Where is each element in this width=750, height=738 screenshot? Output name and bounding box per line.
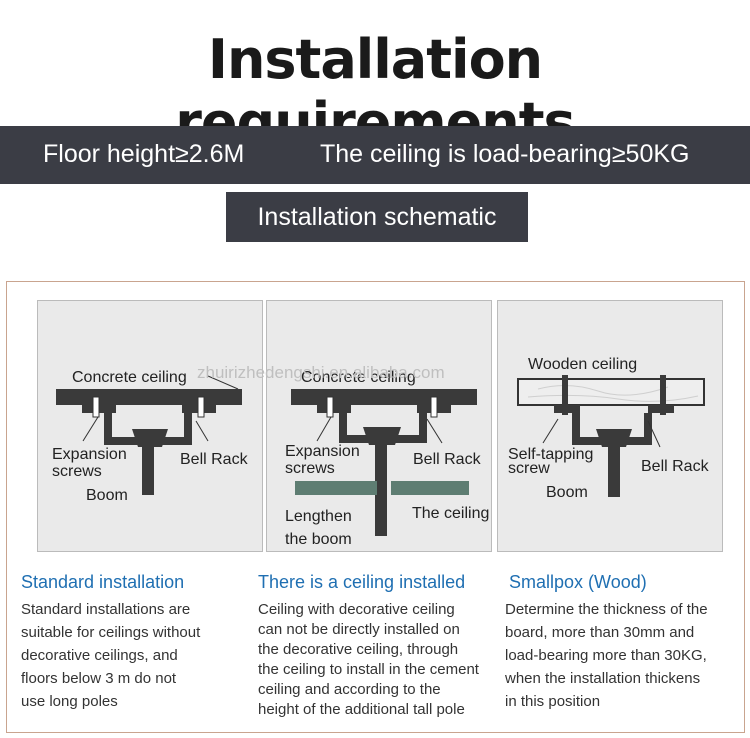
- schematic-label: Installation schematic: [226, 192, 528, 242]
- ceiling-label: Concrete ceiling: [301, 369, 416, 386]
- desc-line: height of the additional tall pole: [258, 701, 465, 718]
- heading-wood: Smallpox (Wood): [509, 572, 647, 592]
- screw-label-1: Expansion: [285, 443, 360, 460]
- extra-ceiling-label: The ceiling: [412, 505, 489, 522]
- desc-line: in this position: [505, 693, 601, 710]
- page-title: Installation requirements: [175, 28, 575, 154]
- panel-standard: Concrete ceiling Expansion screws Bell R…: [37, 300, 263, 552]
- desc-line: the ceiling to install in the cement: [258, 661, 479, 678]
- rack-label: Bell Rack: [180, 451, 249, 468]
- desc-line: Ceiling with decorative ceiling: [258, 601, 455, 618]
- panel-ceiling-installed: Concrete ceiling Expansion screws Bell R…: [266, 300, 492, 552]
- desc-line: floors below 3 m do not: [21, 670, 177, 687]
- screw-label-2: screws: [285, 460, 335, 477]
- desc-wood: Determine the thickness of the board, mo…: [505, 598, 708, 713]
- desc-line: when the installation thickens: [505, 670, 701, 687]
- concrete-beam: [56, 389, 242, 405]
- heading-standard: Standard installation: [21, 572, 185, 592]
- boom-label: Boom: [546, 484, 588, 501]
- lengthen-label-1: Lengthen: [285, 508, 352, 525]
- wood-diagram: Wooden ceiling Self-tapping screw Bell R…: [508, 356, 710, 501]
- desc-line: Standard installations are: [21, 601, 191, 618]
- requirements-band: Floor height≥2.6M The ceiling is load-be…: [0, 126, 750, 184]
- ceiling-installed-diagram: Concrete ceiling Expansion screws Bell R…: [285, 369, 489, 548]
- desc-line: suitable for ceilings without: [21, 624, 201, 641]
- desc-line: Determine the thickness of the: [505, 601, 708, 618]
- schematic-frame: [6, 281, 745, 733]
- long-boom-shape: [375, 441, 387, 536]
- decorative-ceiling-right: [391, 481, 469, 495]
- standard-diagram: Concrete ceiling Expansion screws Bell R…: [52, 369, 249, 504]
- screw-label-1: Self-tapping: [508, 446, 593, 463]
- desc-standard: Standard installations are suitable for …: [21, 598, 200, 713]
- desc-line: decorative ceilings, and: [21, 647, 178, 664]
- panel-wood: Wooden ceiling Self-tapping screw Bell R…: [497, 300, 723, 552]
- boom-shape: [142, 441, 154, 495]
- desc-line: use long poles: [21, 693, 118, 710]
- desc-line: the decorative ceiling, through: [258, 641, 459, 658]
- screw-label-2: screw: [508, 460, 550, 477]
- boom-label: Boom: [86, 487, 128, 504]
- lengthen-label-2: the boom: [285, 531, 352, 548]
- ceiling-label: Concrete ceiling: [72, 369, 187, 386]
- heading-ceiling-installed: There is a ceiling installed: [258, 572, 466, 592]
- screw-label-2: screws: [52, 463, 102, 480]
- desc-line: can not be directly installed on: [258, 621, 460, 638]
- rack-label: Bell Rack: [641, 458, 710, 475]
- floor-height-text: Floor height≥2.6M: [43, 140, 245, 168]
- desc-ceiling-installed: Ceiling with decorative ceiling can not …: [258, 600, 479, 720]
- ceiling-label: Wooden ceiling: [528, 356, 637, 373]
- desc-line: load-bearing more than 30KG,: [505, 647, 707, 664]
- desc-line: ceiling and according to the: [258, 681, 441, 698]
- desc-line: board, more than 30mm and: [505, 624, 695, 641]
- rack-label: Bell Rack: [413, 451, 482, 468]
- decorative-ceiling-left: [295, 481, 377, 495]
- bell-rack-shape: [132, 429, 168, 447]
- screw-label-1: Expansion: [52, 446, 127, 463]
- wooden-board: [517, 378, 705, 406]
- ceiling-load-text: The ceiling is load-bearing≥50KG: [320, 140, 690, 168]
